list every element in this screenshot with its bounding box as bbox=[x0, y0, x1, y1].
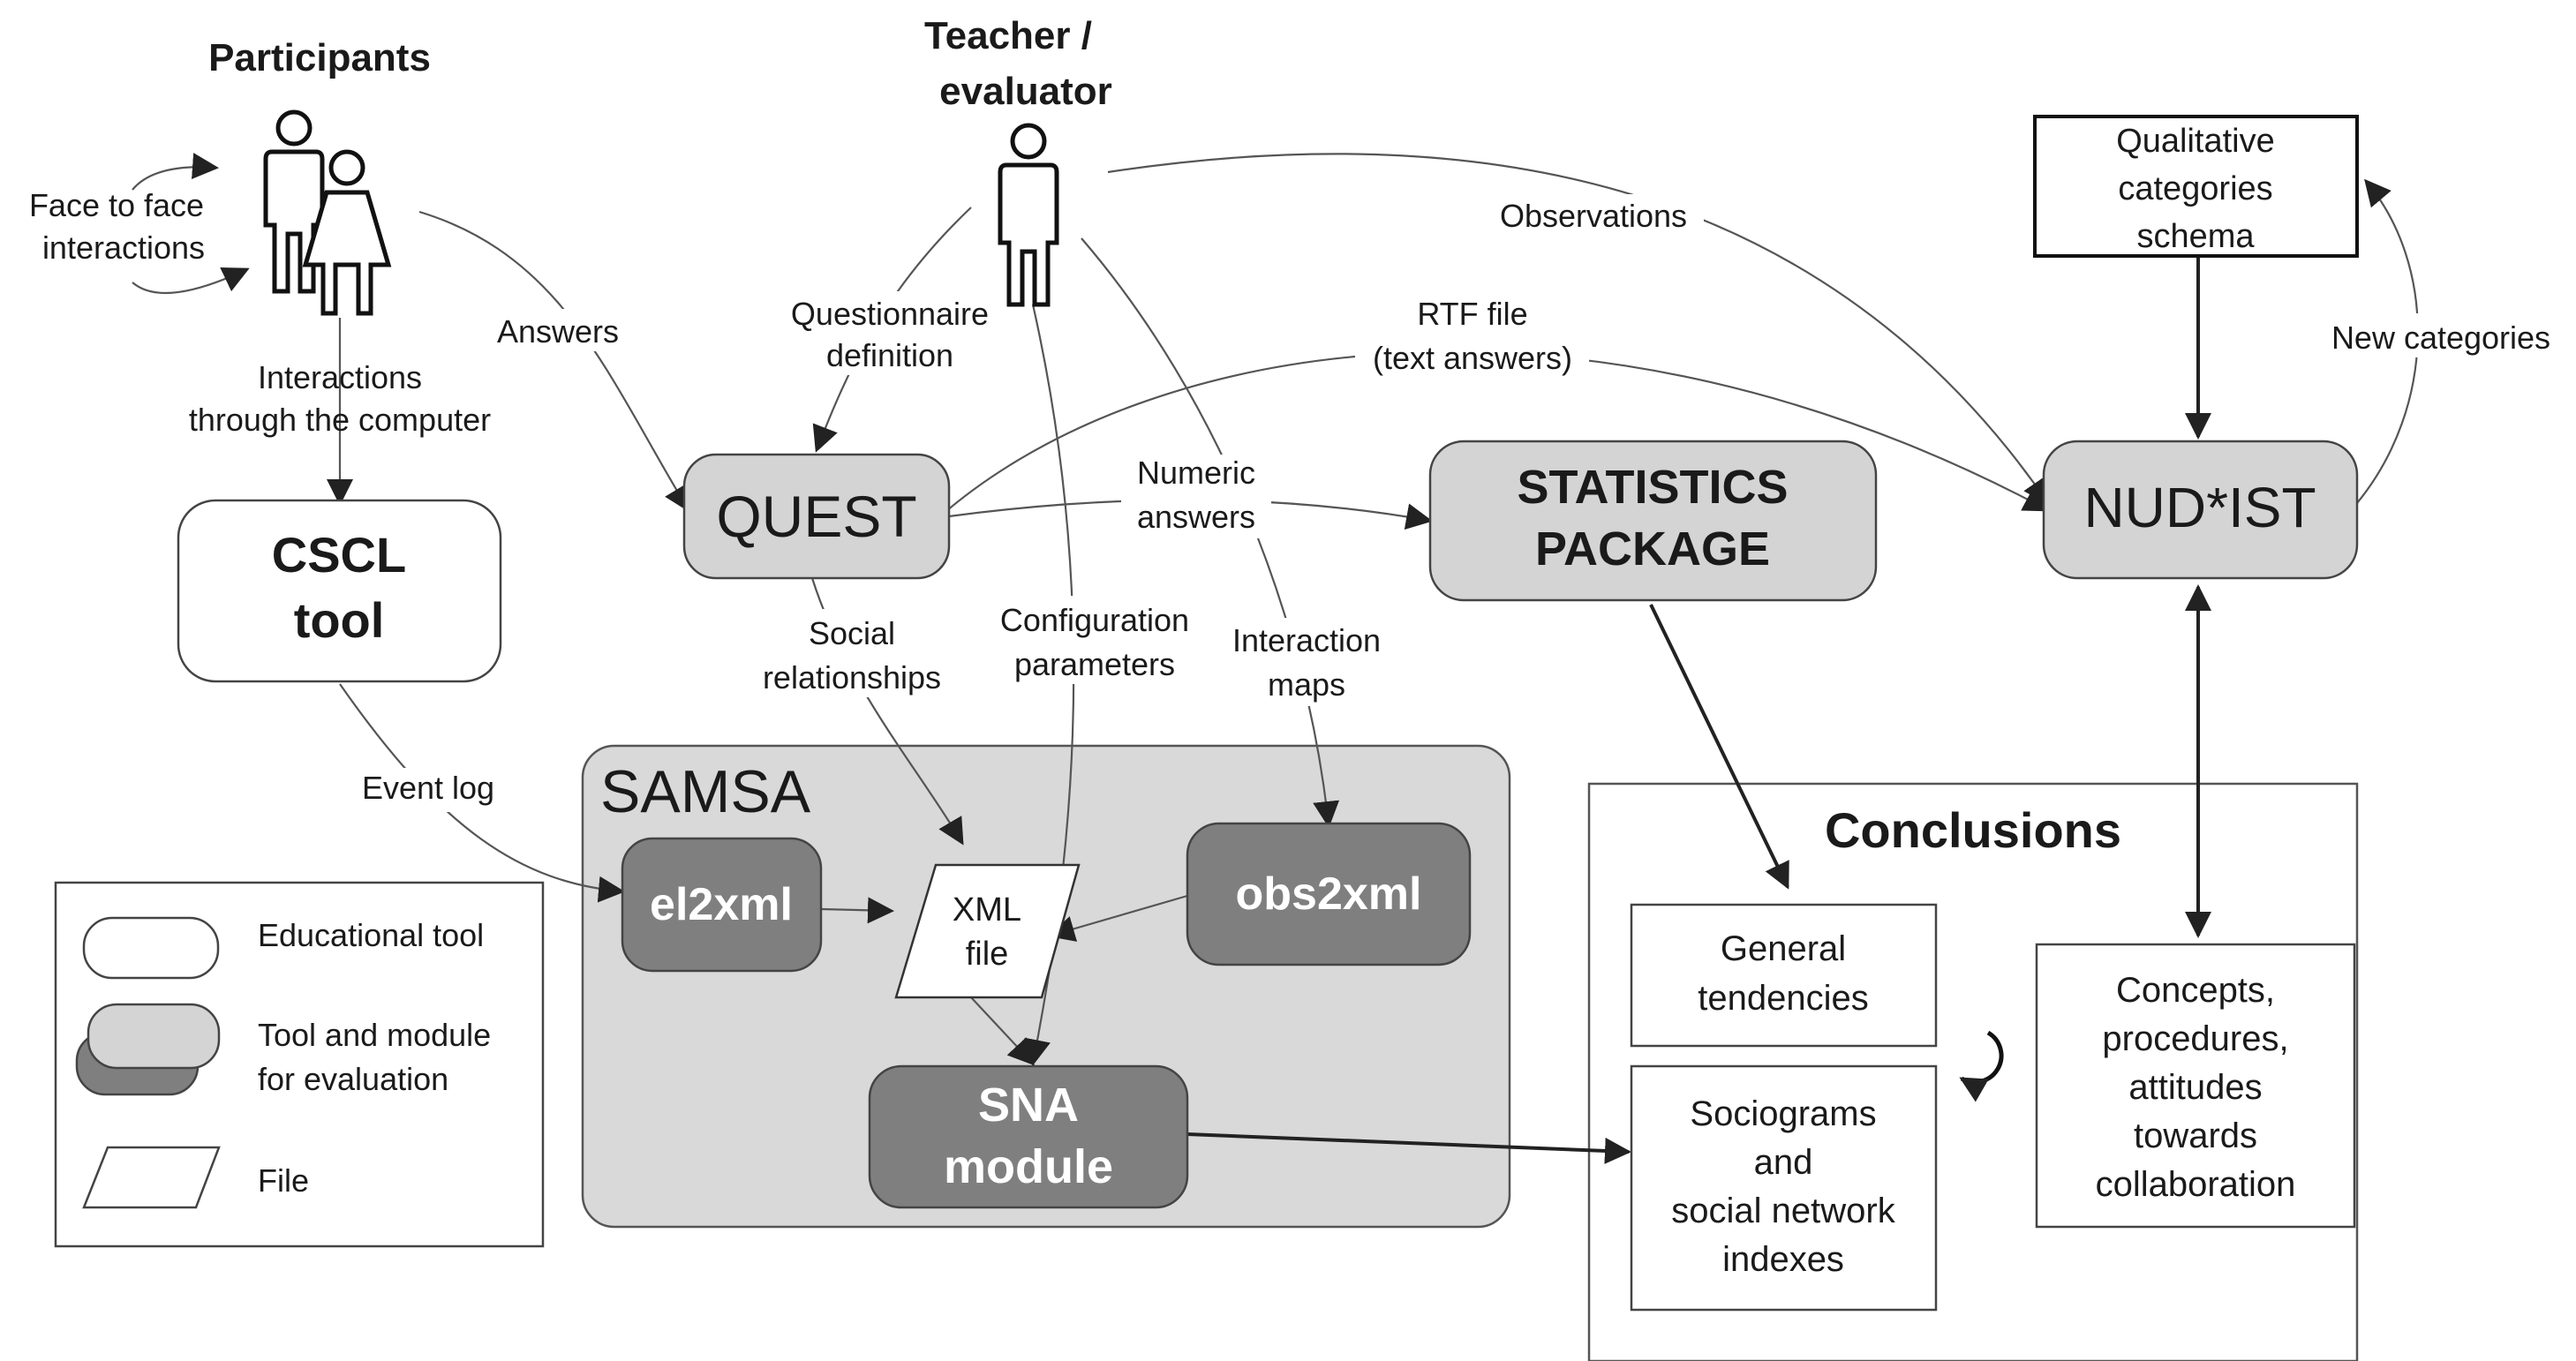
nudist-node: NUD*IST bbox=[2042, 440, 2359, 580]
sociograms-line2: and bbox=[1754, 1143, 1813, 1182]
interaction-maps-line1: Interaction bbox=[1232, 622, 1381, 658]
qual-line3: schema bbox=[2136, 218, 2255, 255]
general-tendencies-node: General tendencies bbox=[1630, 903, 1938, 1048]
conclusions-title: Conclusions bbox=[1825, 802, 2121, 858]
qual-line2: categories bbox=[2118, 170, 2272, 207]
legend-tool-swatch bbox=[87, 1003, 221, 1070]
quest-node: QUEST bbox=[682, 453, 951, 580]
statistics-line1: STATISTICS bbox=[1518, 461, 1789, 514]
statistics-line2: PACKAGE bbox=[1535, 523, 1770, 575]
configuration-line1: Configuration bbox=[1000, 602, 1189, 638]
face-to-face-line1: Face to face bbox=[29, 187, 204, 223]
teacher-title-line1: Teacher / bbox=[924, 14, 1092, 57]
general-line1: General bbox=[1721, 929, 1846, 968]
face-to-face-arrow-bottom bbox=[132, 267, 250, 295]
sna-module-node: SNA module bbox=[868, 1064, 1189, 1209]
sociograms-node: Sociograms and social network indexes bbox=[1630, 1064, 1938, 1312]
social-line2: relationships bbox=[763, 659, 941, 696]
event-log-label: Event log bbox=[362, 770, 494, 806]
cscl-line2: tool bbox=[294, 592, 385, 648]
legend-evaluation-line2: for evaluation bbox=[258, 1061, 448, 1097]
qualitative-schema-node: Qualitative categories schema bbox=[2033, 115, 2359, 258]
configuration-edge bbox=[1024, 304, 1075, 1066]
legend-file-swatch bbox=[82, 1146, 221, 1209]
concepts-node: Concepts, procedures, attitudes towards … bbox=[2035, 943, 2356, 1229]
quest-label: QUEST bbox=[716, 484, 916, 549]
face-to-face-line2: interactions bbox=[42, 229, 205, 266]
general-line2: tendencies bbox=[1698, 979, 1868, 1018]
concepts-line4: towards bbox=[2134, 1117, 2257, 1155]
obs2xml-label: obs2xml bbox=[1236, 868, 1422, 920]
circular-arrow-icon bbox=[1959, 1030, 2004, 1102]
el2xml-label: el2xml bbox=[650, 879, 793, 930]
teacher-title-line2: evaluator bbox=[939, 70, 1112, 113]
samsa-label: SAMSA bbox=[600, 758, 811, 825]
statistics-to-general-edge bbox=[1649, 604, 1789, 890]
participants-title: Participants bbox=[208, 36, 431, 79]
xml-file-node: XML file bbox=[894, 863, 1081, 999]
teacher-icon bbox=[998, 123, 1059, 307]
sociograms-line1: Sociograms bbox=[1690, 1094, 1876, 1133]
legend-educational-swatch bbox=[82, 916, 220, 980]
sna-line2: module bbox=[944, 1140, 1113, 1193]
interaction-maps-line2: maps bbox=[1268, 666, 1345, 703]
legend-educational-label: Educational tool bbox=[258, 917, 484, 953]
questionnaire-line2: definition bbox=[826, 337, 953, 373]
new-categories-label: New categories bbox=[2331, 320, 2550, 356]
concepts-line3: attitudes bbox=[2128, 1068, 2262, 1107]
rtf-line2: (text answers) bbox=[1373, 340, 1572, 376]
interactions-computer-line2: through the computer bbox=[189, 402, 491, 438]
qual-line1: Qualitative bbox=[2116, 123, 2275, 160]
face-to-face-arrow-top bbox=[132, 153, 219, 191]
sociograms-line3: social network bbox=[1671, 1192, 1895, 1230]
el2xml-node: el2xml bbox=[621, 837, 823, 973]
questionnaire-line1: Questionnaire bbox=[791, 296, 989, 332]
configuration-line2: parameters bbox=[1014, 646, 1175, 682]
obs2xml-to-xml-edge bbox=[1048, 894, 1188, 942]
rtf-line1: RTF file bbox=[1417, 296, 1527, 332]
event-log-edge bbox=[339, 683, 625, 903]
xml-line1: XML bbox=[953, 891, 1021, 929]
cscl-tool-node: CSCL tool bbox=[177, 499, 502, 683]
statistics-package-node: STATISTICS PACKAGE bbox=[1428, 440, 1878, 602]
numeric-line1: Numeric bbox=[1137, 455, 1255, 491]
answers-label: Answers bbox=[497, 313, 619, 350]
sna-line1: SNA bbox=[978, 1079, 1079, 1132]
interactions-computer-line1: Interactions bbox=[258, 359, 422, 395]
observations-label: Observations bbox=[1500, 198, 1687, 234]
obs2xml-node: obs2xml bbox=[1186, 822, 1472, 966]
el2xml-to-xml-edge bbox=[820, 897, 894, 924]
concepts-line5: collaboration bbox=[2096, 1165, 2296, 1204]
sociograms-line4: indexes bbox=[1722, 1240, 1844, 1279]
cscl-line1: CSCL bbox=[272, 527, 406, 583]
numeric-line2: answers bbox=[1137, 499, 1255, 535]
legend-evaluation-line1: Tool and module bbox=[258, 1017, 491, 1053]
female-participant-icon bbox=[302, 149, 392, 316]
legend-file-label: File bbox=[258, 1162, 309, 1199]
xml-to-sna-edge bbox=[970, 996, 1036, 1066]
xml-line2: file bbox=[966, 936, 1009, 973]
answers-edge bbox=[418, 210, 690, 513]
concepts-line1: Concepts, bbox=[2116, 971, 2275, 1010]
nudist-label: NUD*IST bbox=[2083, 476, 2316, 539]
legend: Educational tool Tool and module for eva… bbox=[54, 881, 545, 1248]
social-line1: Social bbox=[809, 615, 895, 651]
sna-to-sociograms-edge bbox=[1186, 1132, 1631, 1164]
concepts-line2: procedures, bbox=[2102, 1019, 2288, 1058]
